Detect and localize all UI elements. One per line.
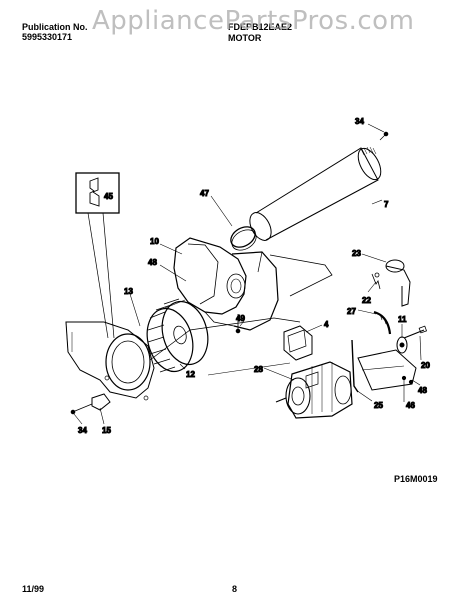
footer-date: 11/99 [22, 584, 45, 594]
model-number: FDEPB12EAE2 [228, 22, 293, 32]
motor-bracket [283, 325, 313, 361]
callout-46: 46 [406, 401, 415, 410]
idler-bolt [403, 325, 428, 339]
section-title: MOTOR [228, 33, 262, 43]
callout-13: 13 [124, 287, 133, 296]
blower-wheel [146, 298, 209, 373]
watermark: AppliancePartsPros.com [92, 6, 415, 36]
motor-mount [351, 339, 417, 393]
leader-lines [73, 123, 422, 425]
callout-4: 4 [324, 320, 329, 329]
callout-20: 20 [421, 361, 430, 370]
callout-48-lower: 48 [418, 386, 427, 395]
callout-34-top: 34 [355, 117, 364, 126]
inset-part-45 [75, 172, 120, 339]
publication-number: 5995330171 [22, 32, 73, 42]
blower-housing [173, 237, 279, 331]
callout-7: 7 [384, 200, 389, 209]
seal-ring [230, 226, 257, 251]
screw-and-clip [70, 393, 111, 415]
exhaust-duct [249, 131, 389, 241]
callout-10: 10 [150, 237, 159, 246]
idler-assembly [371, 259, 411, 307]
callout-25: 25 [374, 401, 383, 410]
callout-27: 27 [347, 307, 356, 316]
publication-label: Publication No. [22, 22, 88, 32]
callout-23: 23 [352, 249, 361, 258]
callout-15: 15 [102, 426, 111, 435]
callout-11: 11 [398, 315, 407, 324]
callout-22: 22 [362, 296, 371, 305]
footer-page: 8 [232, 584, 238, 594]
drive-motor [275, 361, 353, 419]
callout-48-upper: 48 [148, 258, 157, 267]
callout-34-bottom: 34 [78, 426, 87, 435]
figure-id: P16M0019 [394, 474, 438, 484]
callout-28: 28 [254, 365, 263, 374]
callout-47: 47 [200, 189, 209, 198]
blower-cover [65, 321, 155, 401]
callout-45: 45 [104, 192, 113, 201]
callout-49: 49 [236, 314, 245, 323]
callout-12: 12 [186, 370, 195, 379]
fastener-49 [235, 314, 241, 334]
